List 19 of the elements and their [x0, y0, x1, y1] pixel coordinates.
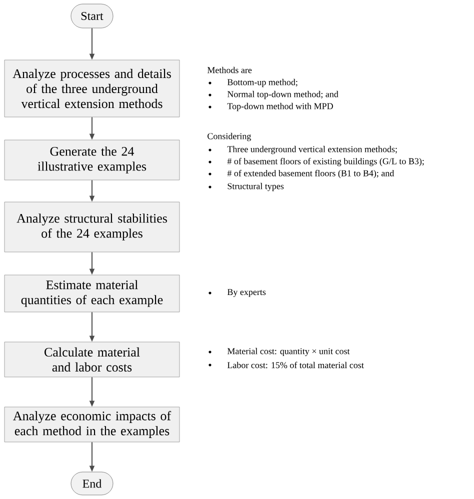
list-item: Labor cost: 15% of total material cost	[227, 362, 364, 368]
list-heading: Considering	[208, 132, 252, 142]
list-item: # of extended basement floors (B1 to B4); and	[227, 170, 394, 178]
process-box: Generate the 24 illustrative examples	[4, 140, 180, 180]
list-heading: Methods are	[207, 66, 252, 74]
list-item: Top-down method with MPD	[227, 102, 333, 112]
list-item: By experts	[227, 289, 266, 297]
list-item: Bottom-up method;	[227, 78, 298, 88]
list-item: Normal top-down method; and	[227, 90, 338, 100]
list-item: # of basement floors of existing buildings (G/L to B3);	[227, 158, 424, 166]
list-item: Material cost: quantity × unit cost	[227, 348, 350, 356]
list-item: Three underground vertical extension methods;	[227, 146, 397, 154]
process-box: Estimate material quantities of each example	[4, 274, 180, 312]
process-box: Analyze structural stabilities of the 24 examples	[4, 202, 180, 252]
process-box: Calculate material and labor costs	[4, 342, 180, 378]
list-item: Structural types	[228, 182, 284, 192]
process-box: Analyze economic impacts of each method in the examples	[4, 406, 180, 442]
process-box: Analyze processes and details of the three underground vertical extension methods	[4, 60, 180, 118]
terminal-oval: End	[70, 472, 114, 496]
